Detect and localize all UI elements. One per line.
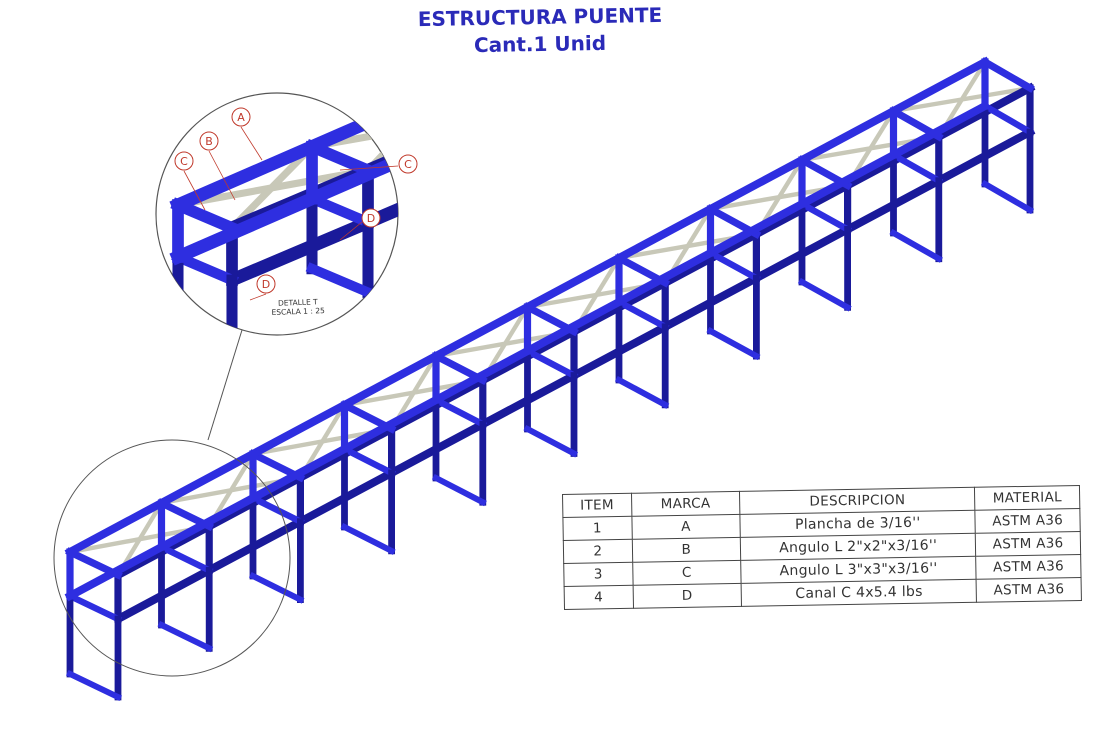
cell-marca: D (632, 583, 742, 609)
cross-beam (889, 150, 944, 186)
leg-base (980, 179, 1035, 215)
bracing-member (446, 55, 640, 140)
header-material: MATERIAL (974, 485, 1080, 511)
callout-marker: B (199, 131, 236, 201)
cross-beam (305, 191, 375, 230)
near-bottom-chord (169, 93, 398, 266)
callout-label: D (262, 278, 270, 291)
leg-base (340, 522, 396, 555)
callout-marker: D (339, 208, 381, 241)
cross-beam (304, 139, 376, 178)
cross-beam (157, 542, 214, 575)
cell-marca: C (632, 560, 742, 586)
leg-base (248, 571, 305, 604)
cross-beam (523, 346, 579, 380)
cell-material: ASTM A36 (976, 577, 1082, 603)
cross-beam (980, 101, 1035, 137)
callout-label: B (205, 135, 213, 148)
bracing-member (226, 141, 318, 234)
leg-base (523, 424, 579, 458)
callout-marker: C (174, 151, 206, 211)
cell-marca: B (631, 537, 741, 563)
cell-marca: A (631, 514, 741, 540)
leg-base (614, 375, 670, 409)
cell-descripcion: Canal C 4x5.4 lbs (741, 579, 977, 607)
cell-material: ASTM A36 (976, 554, 1082, 580)
bridge-structure (64, 56, 1036, 702)
cell-material: ASTM A36 (975, 508, 1081, 534)
cell-item: 1 (562, 516, 632, 541)
callout-label: C (180, 155, 188, 168)
callout-marker: C (339, 154, 418, 174)
bracing-member (504, 30, 580, 113)
cross-beam (980, 57, 1035, 93)
callout-marker: A (231, 107, 263, 161)
leg-base (171, 320, 239, 335)
cross-beam (446, 140, 504, 164)
cross-beam (580, 82, 640, 107)
cross-beam (340, 444, 396, 478)
leg-base (157, 620, 214, 653)
callout-marker: D (249, 274, 276, 301)
leg-base (65, 669, 123, 702)
cross-beam (446, 88, 504, 112)
callout-label: D (367, 212, 375, 225)
cross-beam (170, 197, 240, 236)
leg-base (431, 473, 487, 507)
cell-material: ASTM A36 (975, 531, 1081, 557)
callout-label: A (237, 111, 245, 124)
cross-beam (65, 591, 123, 624)
cross-beam (171, 250, 239, 287)
truss-group (64, 56, 1036, 702)
bill-of-materials-table: ITEM MARCA DESCRIPCION MATERIAL 1 A Plan… (562, 485, 1082, 610)
bracing-member (307, 108, 398, 151)
zoom-indicator (53, 329, 291, 677)
header-item: ITEM (562, 493, 632, 518)
cell-item: 4 (564, 585, 634, 610)
cross-beam (706, 248, 761, 283)
header-marca: MARCA (631, 491, 741, 517)
cross-beam (248, 493, 305, 526)
cross-beam (580, 30, 640, 55)
bracing-member (362, 93, 398, 176)
callout-label: C (404, 158, 412, 171)
leg-base (305, 262, 375, 299)
far-bottom-chord (223, 98, 398, 289)
detail-label: DETALLE T ESCALA 1 : 25 (258, 297, 339, 318)
cross-beam (614, 297, 670, 332)
leg-base (797, 277, 852, 312)
leg-base (889, 228, 943, 263)
cell-item: 2 (563, 539, 633, 564)
cell-item: 3 (563, 562, 633, 587)
cross-beam (431, 395, 488, 429)
bracing-member (446, 55, 640, 88)
leg-base (446, 210, 504, 234)
cross-beam (797, 199, 852, 234)
leg-base (580, 152, 640, 177)
leg-base (706, 326, 761, 361)
